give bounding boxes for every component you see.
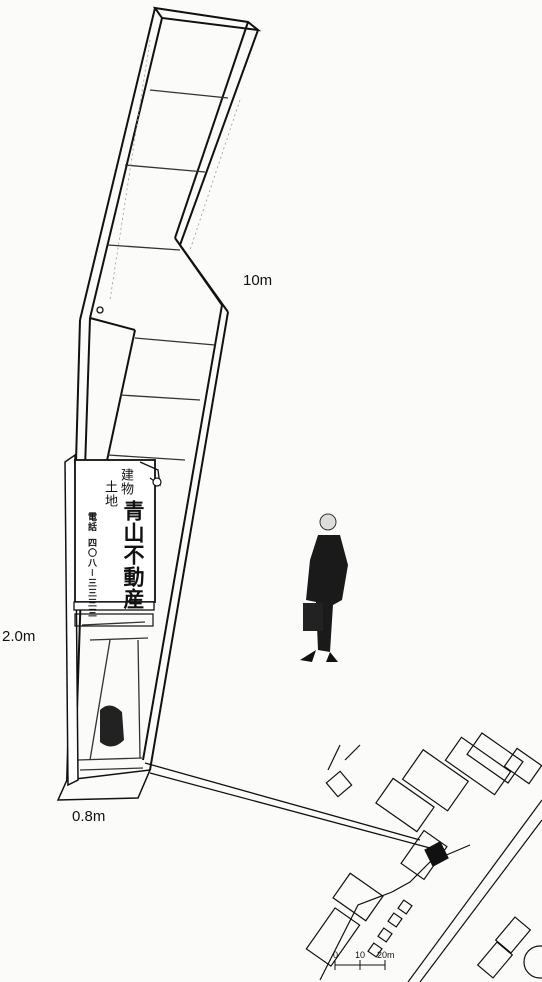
signboard [64,453,162,787]
location-map [305,732,542,982]
sign-label-land: 土地 [102,480,117,508]
building-outline [56,6,262,801]
dog-figure [100,705,124,747]
scale-tick-10: 10 [355,950,366,960]
map-scale-bar [334,960,386,970]
sign-label-building: 建物 [118,468,133,496]
location-leader-lines [144,762,431,849]
scale-tick-0: 0 [333,950,339,960]
height-dimension-label: 2.0m [2,628,36,645]
person-figure [300,513,348,662]
sign-phone-label: 電話 [86,512,96,532]
sign-company-name: 青山不動産 [121,500,146,610]
drain-hole [96,306,104,314]
width-dimension-label: 0.8m [72,808,106,825]
sign-phone-number: 四〇八－三三三三 [86,538,96,619]
hidden-lines [109,39,241,301]
length-dimension-label: 10m [243,272,273,289]
scale-tick-20m: 20m [377,950,395,960]
interior-lines [77,89,229,771]
